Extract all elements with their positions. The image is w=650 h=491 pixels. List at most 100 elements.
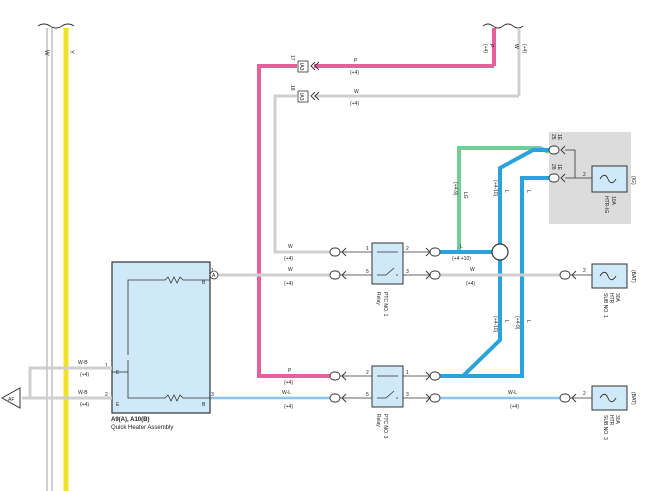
relay1-pin1: 1 <box>366 246 369 252</box>
ig-supply: (IG) <box>630 176 636 185</box>
l-ig-ref: (+4-10) <box>492 180 498 197</box>
break-mark-left <box>37 23 75 29</box>
ig-pin25: 25 <box>550 134 556 140</box>
relay1-l-label: L <box>460 244 463 250</box>
relay3-name: PTC NO. 3 <box>382 414 388 439</box>
fuse1-symbol <box>599 271 617 281</box>
relay3-pin5: 5 <box>366 392 369 398</box>
relay1-w-label: W <box>288 244 293 250</box>
lg-label: LG <box>462 192 468 199</box>
heater-pin2-left: 2 <box>105 392 108 398</box>
fuse-htr-sub-3 <box>591 385 628 411</box>
ig-code25: 1E <box>556 134 562 141</box>
rail-w-label: W <box>43 50 49 56</box>
break-mark-right <box>482 23 524 29</box>
l-vert2-ref: (+4-9) <box>514 316 520 330</box>
conn17-chevrons <box>310 61 320 71</box>
fuse1-sub: SUB NO. 1 <box>602 293 608 318</box>
connector-ia3-18 <box>297 90 309 103</box>
relay3-pin2: 2 <box>366 370 369 376</box>
heater-pin1-left: 1 <box>105 363 108 369</box>
fuse1-name: HTR <box>608 293 614 304</box>
fuse3-symbol <box>599 393 617 403</box>
wire-p-top-ref: (+4) <box>350 70 359 76</box>
ig-pin28: 28 <box>550 164 556 170</box>
relay3-type: Relay <box>375 414 381 427</box>
fuse1-rating: 30A <box>614 293 620 303</box>
ig-code28: 1E <box>556 164 562 171</box>
fuse3-name: HTR <box>608 415 614 426</box>
ig-name: HTR-IG <box>603 196 609 213</box>
top-w-label: W <box>513 44 519 49</box>
fuse-htr-ig <box>591 165 628 193</box>
ig-pin2: 2 <box>583 172 586 178</box>
wl-right-label: W-L <box>508 390 517 396</box>
relay3-p-label: P <box>288 368 292 374</box>
heater-ref: A9(A), A10(B) <box>111 417 149 423</box>
heater-e1: E <box>116 370 120 376</box>
top-p-ref: (+4) <box>482 44 488 53</box>
splice-junction <box>491 243 509 261</box>
wire-l-ig-2 <box>458 176 549 378</box>
relay1-l-ref: (+4 +10) <box>452 256 471 262</box>
conn17-pin: 17 <box>289 55 295 61</box>
ig-internal-wire <box>565 149 592 179</box>
lg-ref: (+4-9) <box>452 182 458 196</box>
heater-pin3-right: 3 <box>211 392 214 398</box>
w-right-ref: (+4) <box>466 281 475 287</box>
relay1-pin3: 3 <box>406 269 409 275</box>
wb2-label: W-B <box>78 390 88 396</box>
w-right-label: W <box>470 267 475 273</box>
wb1-ref: (+4) <box>80 372 89 378</box>
heater-e2: E <box>116 402 120 408</box>
top-w-ref: (+4) <box>521 44 527 53</box>
rail-y-label: Y <box>68 50 74 54</box>
fuse3-sub: SUB NO. 3 <box>602 415 608 440</box>
conn17-code: IA3 <box>298 63 304 71</box>
relay-ptc-1 <box>371 242 404 285</box>
wl-right-ref: (+4) <box>510 404 519 410</box>
relay1-pin2: 2 <box>406 246 409 252</box>
wire-p-top-label: P <box>354 58 358 64</box>
relay1-w-ref: (+4) <box>284 256 293 262</box>
conn18-pin: 18 <box>289 85 295 91</box>
heater-conn-a <box>209 270 219 280</box>
relay3-pin1: 1 <box>406 370 409 376</box>
fuse1-supply: (BAT) <box>630 270 636 283</box>
wb2-ref: (+4) <box>80 402 89 408</box>
wire-white-left-down <box>273 94 330 254</box>
fuse-ig-symbol <box>599 174 617 184</box>
heater-conn-a-label: A <box>212 273 216 279</box>
relay-ptc-3 <box>371 365 404 408</box>
fuse1-pin: 2 <box>583 268 586 274</box>
top-p-label: P <box>488 44 494 48</box>
heater-element-2 <box>127 360 210 402</box>
heater-name: Quick Heater Assembly <box>111 425 173 431</box>
heater-b2: B <box>202 402 206 408</box>
fuse3-rating: 30A <box>614 415 620 425</box>
wire-w-top-label: W <box>354 89 359 95</box>
ground-label: AF <box>8 397 14 403</box>
fuse3-pin: 2 <box>583 391 586 397</box>
wire-l-ig <box>498 148 549 252</box>
wl-left-ref: (+4) <box>284 404 293 410</box>
relay3-p-ref: (+4) <box>284 380 293 386</box>
wire-wb-1 <box>28 366 112 398</box>
w-mid-ref: (+4) <box>284 281 293 287</box>
relay3-pin3: 3 <box>406 392 409 398</box>
l-vert3-ref: (+4-10) <box>492 316 498 333</box>
htr-ig-connectors <box>548 145 566 183</box>
relay1-name: PTC NO. 1 <box>382 292 388 317</box>
relay3-coil <box>377 375 398 399</box>
wire-pink-main <box>257 64 330 378</box>
wl-left-label: W-L <box>282 390 291 396</box>
conn18-code: IA3 <box>298 93 304 101</box>
conn18-chevrons <box>310 91 320 101</box>
heater-element-1 <box>127 276 210 355</box>
l-vert1-label: L <box>525 190 531 193</box>
l-vert2-label: L <box>525 320 531 323</box>
l-vert3-label: L <box>503 320 509 323</box>
relay1-coil <box>377 251 398 276</box>
wire-w-top-ref: (+4) <box>350 101 359 107</box>
